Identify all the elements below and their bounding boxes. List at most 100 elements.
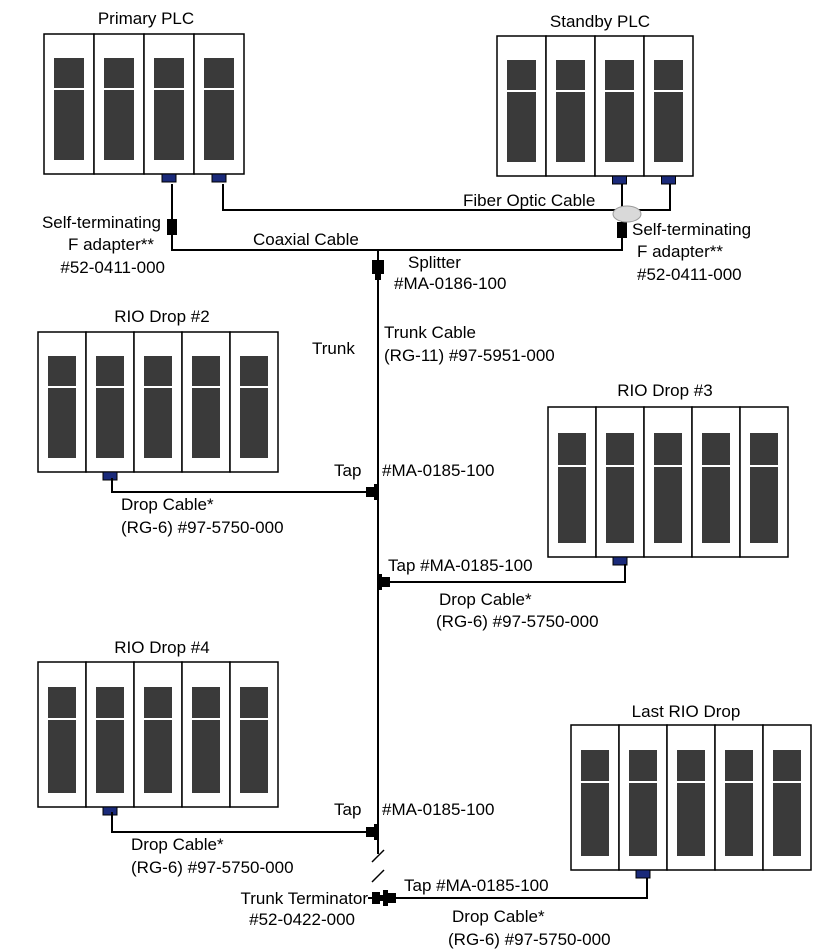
drop-cable-3-label: Drop Cable* — [439, 590, 532, 609]
trunk-terminator — [372, 892, 384, 904]
self-terminating-adapter-left — [167, 219, 177, 235]
rio-drop-2-module-5 — [240, 356, 268, 458]
last-rio-drop-connector-2 — [635, 869, 651, 879]
rio-drop-3-module-4 — [702, 433, 730, 543]
drop-cable-4-label: Drop Cable* — [131, 835, 224, 854]
tap-last-label: Tap #MA-0185-100 — [404, 876, 549, 895]
rio-drop-3-module-2 — [606, 433, 634, 543]
tap-drop-4-label: Tap — [334, 800, 361, 819]
rio-drop-4-rack — [37, 661, 279, 816]
self-terminating-adapter-right — [617, 222, 627, 238]
rio-drop-4-module-3 — [144, 687, 172, 793]
rio-drop-4-module-5 — [240, 687, 268, 793]
primary-plc-module-4 — [204, 58, 234, 160]
trunk-label: Trunk — [312, 339, 355, 358]
rio-drop-4-module-1 — [48, 687, 76, 793]
drop-cable-2-label: Drop Cable* — [121, 495, 214, 514]
rio-drop-4-label: RIO Drop #4 — [114, 638, 209, 657]
rio-drop-2-module-4 — [192, 356, 220, 458]
rio-drop-2-module-1 — [48, 356, 76, 458]
rio-drop-2-label: RIO Drop #2 — [114, 307, 209, 326]
adapter-left-line-1: Self-terminating — [42, 213, 161, 232]
standby-plc-module-1 — [507, 60, 536, 162]
splitter — [372, 260, 384, 280]
hardware-layer — [167, 205, 642, 906]
drop-cable-4-part-number: (RG-6) #97-5750-000 — [131, 858, 294, 877]
tap-last-drop — [383, 890, 396, 906]
splitter-part-number: #MA-0186-100 — [394, 274, 506, 293]
primary-plc-module-1 — [54, 58, 84, 160]
primary-plc-label: Primary PLC — [98, 9, 194, 28]
drop-cable-last-label: Drop Cable* — [452, 907, 545, 926]
primary-plc-connector-3 — [161, 173, 177, 183]
standby-plc-connector-4 — [661, 175, 676, 185]
drop-cable-3 — [386, 564, 626, 583]
adapter-left-line-2: F adapter** — [68, 235, 154, 254]
rio-drop-2-rack — [37, 331, 279, 481]
cables-layer — [111, 184, 671, 899]
last-rio-drop-module-5 — [773, 750, 801, 856]
drop-cable-2-part-number: (RG-6) #97-5750-000 — [121, 518, 284, 537]
trunk-break-marks — [371, 849, 385, 883]
coaxial-cable-right — [378, 236, 623, 251]
standby-plc-rack — [496, 35, 694, 185]
trunk-terminator-part-number: #52-0422-000 — [249, 910, 355, 929]
primary-plc-rack — [43, 33, 245, 183]
rio-drop-3-module-5 — [750, 433, 778, 543]
racks-layer — [37, 33, 812, 879]
trunk-break-lower — [371, 869, 385, 883]
last-rio-drop-module-1 — [581, 750, 609, 856]
standby-plc-module-2 — [556, 60, 585, 162]
coaxial-cable-left — [171, 232, 379, 260]
tap-drop-4-part-number: #MA-0185-100 — [382, 800, 494, 819]
rio-drop-2-connector-2 — [102, 471, 118, 481]
last-rio-drop-module-3 — [677, 750, 705, 856]
last-rio-drop-rack — [570, 724, 812, 879]
splitter-label: Splitter — [408, 253, 461, 272]
standby-plc-connector-3 — [612, 175, 627, 185]
last-rio-drop-label: Last RIO Drop — [632, 702, 741, 721]
adapter-right-line-1: Self-terminating — [632, 220, 751, 239]
last-rio-drop-module-2 — [629, 750, 657, 856]
rio-drop-2-module-3 — [144, 356, 172, 458]
standby-plc-label: Standby PLC — [550, 12, 650, 31]
drop-cable-2 — [111, 478, 370, 493]
rio-drop-3-module-3 — [654, 433, 682, 543]
drop-cable-last — [392, 878, 648, 899]
trunk-cable-part-number: (RG-11) #97-5951-000 — [384, 346, 555, 365]
standby-plc-module-3 — [605, 60, 634, 162]
trunk-terminator-label: Trunk Terminator — [240, 889, 368, 908]
rio-drop-4-module-2 — [96, 687, 124, 793]
fiber-optic-coupler — [612, 205, 642, 223]
rio-drop-3-rack — [547, 406, 789, 566]
rio-drop-3-connector-2 — [612, 556, 628, 566]
fiber-optic-cable-label: Fiber Optic Cable — [463, 191, 595, 210]
rio-drop-3-label: RIO Drop #3 — [617, 381, 712, 400]
primary-plc-connector-4 — [211, 173, 227, 183]
standby-plc-module-4 — [654, 60, 683, 162]
primary-plc-module-3 — [154, 58, 184, 160]
drop-cable-4 — [111, 812, 370, 833]
drop-cable-3-part-number: (RG-6) #97-5750-000 — [436, 612, 599, 631]
adapter-right-line-2: F adapter** — [637, 242, 723, 261]
tap-drop-2 — [366, 484, 379, 500]
coaxial-cable-label: Coaxial Cable — [253, 230, 359, 249]
rio-drop-4-connector-2 — [102, 806, 118, 816]
drop-cable-last-part-number: (RG-6) #97-5750-000 — [448, 930, 611, 949]
rio-drop-4-module-4 — [192, 687, 220, 793]
last-rio-drop-module-4 — [725, 750, 753, 856]
primary-plc-module-2 — [104, 58, 134, 160]
tap-drop-2-label: Tap — [334, 461, 361, 480]
tap-drop-2-part-number: #MA-0185-100 — [382, 461, 494, 480]
tap-drop-4 — [366, 824, 379, 840]
trunk-break-upper — [371, 849, 385, 863]
adapter-left-line-3: #52-0411-000 — [60, 258, 165, 277]
adapter-right-line-3: #52-0411-000 — [637, 265, 742, 284]
tap-drop-3-label: Tap #MA-0185-100 — [388, 556, 533, 575]
tap-drop-3 — [377, 574, 390, 590]
fiber-optic-cable — [222, 184, 671, 211]
rio-drop-3-module-1 — [558, 433, 586, 543]
rio-drop-2-module-2 — [96, 356, 124, 458]
trunk-cable-label: Trunk Cable — [384, 323, 476, 342]
